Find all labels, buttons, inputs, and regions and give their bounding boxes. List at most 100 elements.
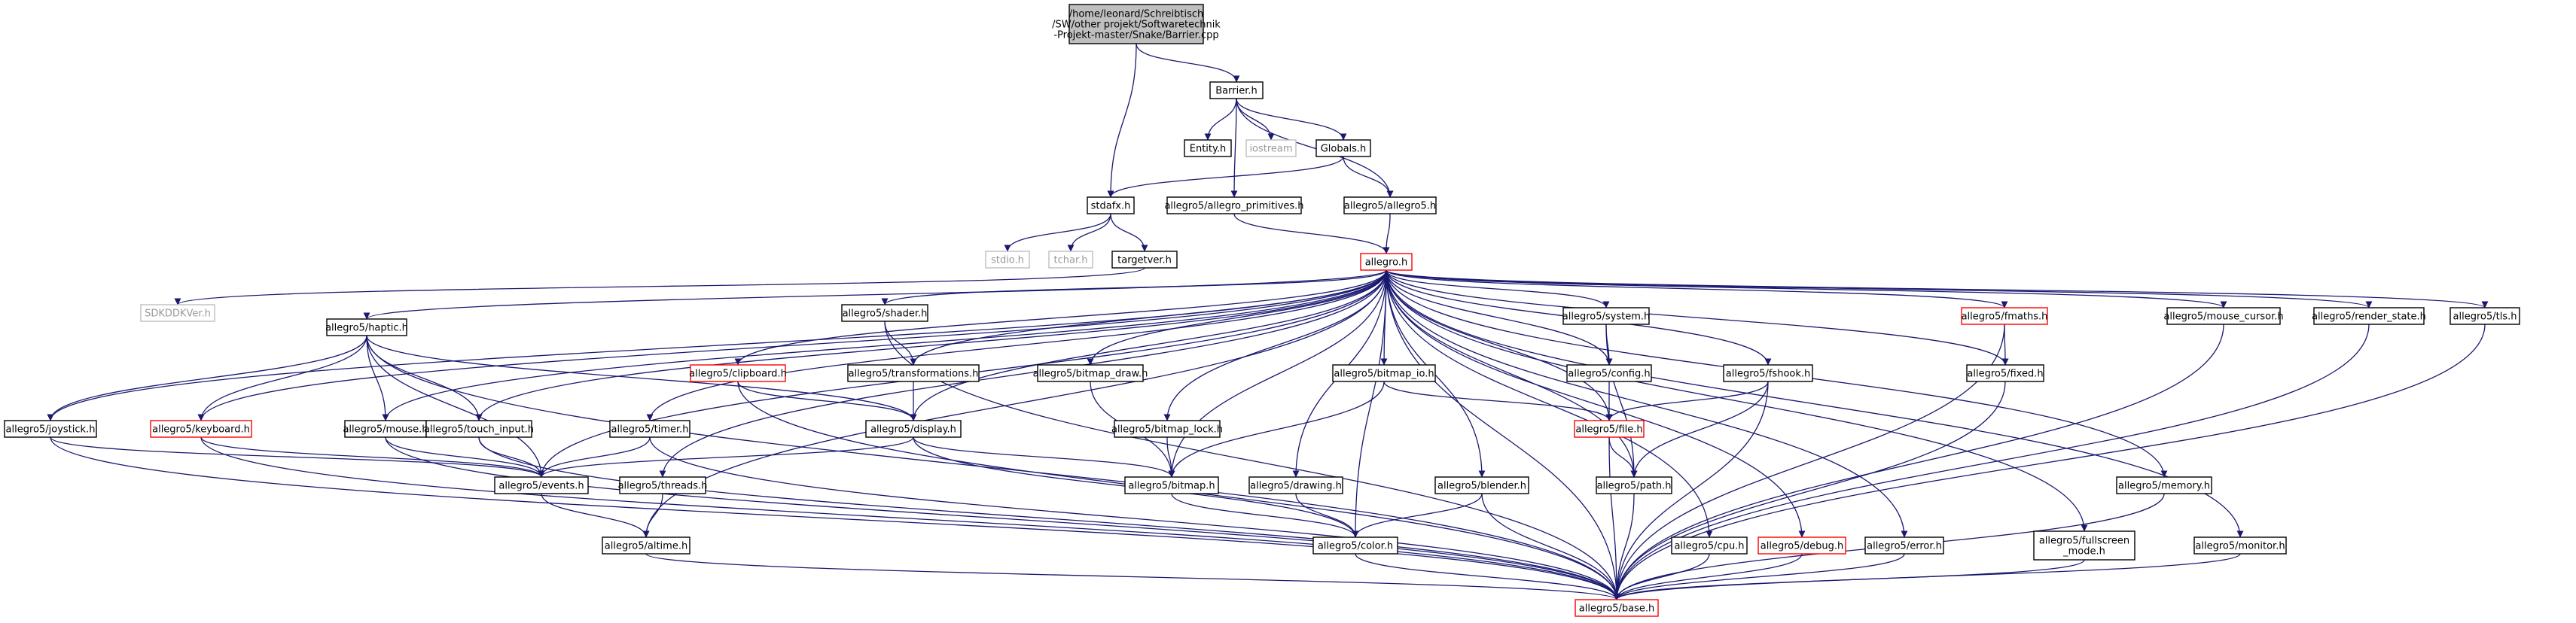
node-cpu-label: allegro5/cpu.h	[1674, 541, 1744, 552]
node-color[interactable]: allegro5/color.h	[1312, 536, 1398, 555]
node-keyboard-box	[150, 420, 252, 438]
node-cpu[interactable]: allegro5/cpu.h	[1671, 536, 1748, 555]
node-root[interactable]: /home/leonard/Schreibtisch/SW/other proj…	[1052, 4, 1221, 44]
node-bitmaplock[interactable]: allegro5/bitmap_lock.h	[1111, 420, 1223, 438]
node-events[interactable]: allegro5/events.h	[494, 476, 589, 494]
node-config-label: allegro5/config.h	[1568, 369, 1650, 380]
node-mouse[interactable]: allegro5/mouse.h	[343, 420, 428, 438]
node-renderstate[interactable]: allegro5/render_state.h	[2312, 307, 2426, 325]
node-tchar[interactable]: tchar.h	[1048, 251, 1093, 269]
edge-allegro-to-bitmapdraw	[1087, 269, 1387, 366]
node-sdkddk[interactable]: SDKDDKVer.h	[140, 304, 215, 322]
node-fshook[interactable]: allegro5/fshook.h	[1723, 364, 1813, 382]
node-bitmapdraw-box	[1037, 364, 1144, 382]
edge-allegro-to-base	[1386, 269, 1620, 600]
node-bitmapio[interactable]: allegro5/bitmap_io.h	[1332, 364, 1436, 382]
node-tls-box	[2449, 307, 2520, 325]
node-system[interactable]: allegro5/system.h	[1562, 307, 1650, 325]
edge-system-to-path	[1605, 324, 1638, 478]
node-haptic[interactable]: allegro5/haptic.h	[325, 318, 408, 336]
node-shader[interactable]: allegro5/shader.h	[841, 304, 928, 322]
node-tchar-label: tchar.h	[1054, 255, 1088, 266]
node-globals[interactable]: Globals.h	[1315, 139, 1371, 157]
node-a5prim-label: allegro5/allegro_primitives.h	[1164, 201, 1303, 212]
node-transform[interactable]: allegro5/transformations.h	[847, 364, 980, 382]
node-fmaths[interactable]: allegro5/fmaths.h	[1961, 307, 2048, 325]
edge-allegro-to-display	[910, 269, 1387, 421]
node-timer-box	[609, 420, 690, 438]
node-fullscreen-label: allegro5/fullscreen	[2039, 536, 2129, 547]
node-monitor[interactable]: allegro5/monitor.h	[2193, 536, 2287, 555]
node-bitmapdraw[interactable]: allegro5/bitmap_draw.h	[1033, 364, 1148, 382]
node-tls[interactable]: allegro5/tls.h	[2449, 307, 2520, 325]
node-clipboard[interactable]: allegro5/clipboard.h	[689, 364, 787, 382]
node-joystick[interactable]: allegro5/joystick.h	[4, 420, 97, 438]
node-file[interactable]: allegro5/file.h	[1574, 420, 1645, 438]
node-entity[interactable]: Entity.h	[1184, 139, 1232, 157]
node-drawing[interactable]: allegro5/drawing.h	[1248, 476, 1343, 494]
edge-color-to-base	[1355, 553, 1620, 600]
edge-drawing-to-color	[1295, 493, 1359, 538]
node-timer[interactable]: allegro5/timer.h	[609, 420, 690, 438]
edge-keyboard-to-base	[200, 436, 1620, 600]
edge-display-to-bitmap	[913, 436, 1175, 478]
node-allegro[interactable]: allegro.h	[1360, 253, 1413, 271]
node-mousecursor[interactable]: allegro5/mouse_cursor.h	[2163, 307, 2284, 325]
node-display-box	[865, 420, 962, 438]
node-system-box	[1562, 307, 1650, 325]
edge-allegro-to-system	[1386, 269, 1610, 308]
node-root-label: /home/leonard/Schreibtisch	[1069, 9, 1204, 20]
node-fshook-label: allegro5/fshook.h	[1726, 369, 1811, 380]
node-color-box	[1312, 536, 1398, 555]
node-memory[interactable]: allegro5/memory.h	[2116, 476, 2212, 494]
node-threads-box	[619, 476, 706, 494]
node-threads[interactable]: allegro5/threads.h	[618, 476, 708, 494]
node-root-label: -Projekt-master/Snake/Barrier.cpp	[1053, 30, 1218, 41]
edge-globals-to-a5allegro	[1343, 156, 1394, 198]
node-debug[interactable]: allegro5/debug.h	[1757, 536, 1846, 555]
node-stdafx[interactable]: stdafx.h	[1087, 196, 1135, 214]
node-stdio[interactable]: stdio.h	[985, 251, 1030, 269]
node-display[interactable]: allegro5/display.h	[865, 420, 962, 438]
node-haptic-box	[326, 318, 407, 336]
node-fixed[interactable]: allegro5/fixed.h	[1966, 364, 2044, 382]
node-events-box	[494, 476, 589, 494]
node-debug-label: allegro5/debug.h	[1761, 541, 1843, 552]
edge-haptic-to-display	[366, 335, 917, 421]
node-blender[interactable]: allegro5/blender.h	[1434, 476, 1529, 494]
node-bitmap-box	[1124, 476, 1219, 494]
node-altime[interactable]: allegro5/altime.h	[602, 536, 690, 555]
node-debug-box	[1757, 536, 1846, 555]
node-stdio-label: stdio.h	[991, 255, 1024, 266]
node-iostream[interactable]: iostream	[1245, 139, 1297, 157]
node-altime-box	[602, 536, 690, 555]
edge-haptic-to-joystick	[47, 335, 367, 421]
node-fullscreen[interactable]: allegro5/fullscreen_mode.h	[2033, 530, 2135, 561]
node-a5prim[interactable]: allegro5/allegro_primitives.h	[1164, 196, 1304, 214]
node-targetver[interactable]: targetver.h	[1111, 251, 1178, 269]
edge-altime-to-base	[645, 553, 1620, 600]
node-file-label: allegro5/file.h	[1575, 424, 1642, 436]
node-iostream-label: iostream	[1249, 144, 1292, 155]
node-path[interactable]: allegro5/path.h	[1596, 476, 1672, 494]
node-touch[interactable]: allegro5/touch_input.h	[424, 420, 534, 438]
edge-allegro-to-touch	[475, 269, 1387, 421]
node-error[interactable]: allegro5/error.h	[1864, 536, 1944, 555]
node-a5allegro[interactable]: allegro5/allegro5.h	[1343, 196, 1437, 214]
node-blender-label: allegro5/blender.h	[1437, 481, 1526, 492]
node-transform-label: allegro5/transformations.h	[849, 369, 979, 380]
edge-allegro-to-clipboard	[734, 269, 1387, 366]
node-a5allegro-box	[1343, 196, 1437, 214]
node-fixed-label: allegro5/fixed.h	[1967, 369, 2043, 380]
node-transform-box	[847, 364, 980, 382]
edge-allegro-to-tls	[1386, 269, 2489, 308]
node-drawing-box	[1248, 476, 1343, 494]
node-error-box	[1864, 536, 1944, 555]
node-keyboard[interactable]: allegro5/keyboard.h	[150, 420, 252, 438]
node-config[interactable]: allegro5/config.h	[1566, 364, 1652, 382]
node-bitmap[interactable]: allegro5/bitmap.h	[1124, 476, 1219, 494]
node-base[interactable]: allegro5/base.h	[1575, 599, 1659, 617]
node-keyboard-label: allegro5/keyboard.h	[152, 424, 250, 436]
node-barrier[interactable]: Barrier.h	[1209, 81, 1264, 99]
node-color-label: allegro5/color.h	[1318, 541, 1393, 552]
